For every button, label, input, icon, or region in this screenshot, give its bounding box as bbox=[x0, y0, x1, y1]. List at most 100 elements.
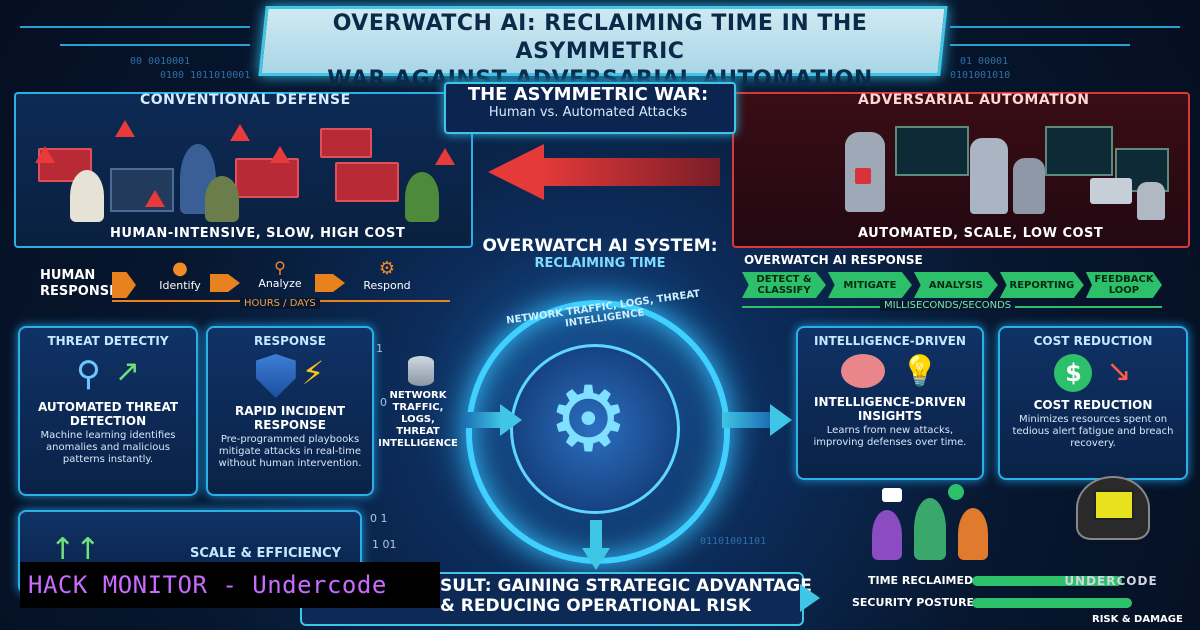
intel-card-header: INTELLIGENCE-DRIVEN bbox=[814, 334, 966, 348]
code-screen bbox=[895, 126, 969, 176]
analyst-person bbox=[405, 172, 439, 222]
metric-security-bar bbox=[972, 598, 1132, 608]
chart-up-icon: ↗ bbox=[114, 354, 141, 389]
human-response-label: HUMAN RESPONSE bbox=[40, 268, 118, 300]
input-arrow-shaft bbox=[462, 412, 502, 428]
human-response-label-line1: HUMAN bbox=[40, 268, 96, 283]
database-icon bbox=[408, 356, 434, 386]
asymmetric-war-box bbox=[444, 82, 736, 134]
warning-icon bbox=[435, 148, 455, 165]
output-arrow-shaft bbox=[722, 412, 772, 428]
asymmetric-war-label: THE ASYMMETRIC WAR: Human vs. Automated … bbox=[444, 84, 732, 120]
analyst-person bbox=[205, 176, 239, 222]
binary-text: 0101001010 bbox=[950, 70, 1011, 81]
robot-icon bbox=[970, 138, 1008, 214]
robot-icon bbox=[1137, 182, 1165, 220]
identify-step: ● Identify bbox=[150, 258, 210, 292]
system-title-block: OVERWATCH AI SYSTEM: RECLAIMING TIME bbox=[470, 236, 730, 271]
result-line-2: & REDUCING OPERATIONAL RISK bbox=[440, 596, 752, 616]
intel-card-title-line1: INTELLIGENCE-DRIVEN bbox=[814, 395, 966, 409]
laptop-screen-icon bbox=[1094, 490, 1134, 520]
title-line-1: OVERWATCH AI: RECLAIMING TIME IN THE ASY… bbox=[332, 11, 868, 64]
alert-monitor bbox=[235, 158, 299, 198]
metric-time-label: TIME RECLAIMED bbox=[868, 574, 974, 587]
cost-reduction-card: COST REDUCTION $ ↘ COST REDUCTION Minimi… bbox=[998, 326, 1188, 480]
adversarial-heading: ADVERSARIAL AUTOMATION bbox=[858, 92, 1090, 108]
intel-card-icons: 💡 bbox=[798, 354, 982, 389]
system-subtitle: RECLAIMING TIME bbox=[534, 256, 666, 271]
ai-step-reporting: REPORTING bbox=[999, 272, 1084, 298]
magnifier-icon: ⚲ bbox=[274, 258, 286, 277]
team-member bbox=[958, 508, 988, 560]
analyze-step-label: Analyze bbox=[258, 277, 302, 290]
team-member bbox=[872, 510, 902, 560]
warning-icon bbox=[115, 120, 135, 137]
circuit-line bbox=[60, 44, 250, 46]
team-member bbox=[914, 498, 946, 560]
threat-card-icons: ⚲ ↗ bbox=[20, 354, 196, 394]
threat-card-title-line1: AUTOMATED THREAT bbox=[37, 400, 179, 414]
cost-card-header: COST REDUCTION bbox=[1033, 334, 1153, 348]
metric-time-bar bbox=[972, 576, 1122, 586]
respond-step: ⚙ Respond bbox=[355, 258, 419, 292]
brain-icon bbox=[841, 354, 886, 388]
warning-icon bbox=[230, 124, 250, 141]
chart-down-icon: ↘ bbox=[1106, 354, 1132, 389]
system-title: OVERWATCH AI SYSTEM: bbox=[482, 236, 718, 256]
lightbulb-icon: 💡 bbox=[901, 354, 939, 389]
response-card: RESPONSE ⚡ RAPID INCIDENT RESPONSE Pre-p… bbox=[206, 326, 374, 496]
logo-text: UNDERCODE bbox=[1064, 574, 1158, 588]
step-arrow bbox=[210, 274, 240, 292]
intel-card-title: INTELLIGENCE-DRIVEN INSIGHTS bbox=[798, 395, 982, 423]
alert-monitor bbox=[335, 162, 399, 202]
cost-card-desc: Minimizes resources spent on tedious ale… bbox=[1012, 414, 1174, 449]
response-card-desc: Pre-programmed playbooks mitigate attack… bbox=[218, 434, 362, 469]
laptop-icon bbox=[1090, 178, 1132, 204]
magnifier-icon: ⚲ bbox=[75, 354, 101, 394]
chat-bubble-icon bbox=[882, 488, 902, 502]
analyze-step: ⚲ Analyze bbox=[250, 258, 310, 290]
ai-response-label: OVERWATCH AI RESPONSE bbox=[744, 253, 923, 267]
threat-card-title: AUTOMATED THREAT DETECTION bbox=[20, 400, 196, 428]
response-card-icons: ⚡ bbox=[208, 354, 372, 398]
respond-step-label: Respond bbox=[363, 279, 411, 292]
result-arrow bbox=[800, 584, 820, 612]
input-label-line: LOGS, bbox=[401, 414, 435, 425]
ai-step-detect: DETECT & CLASSIFY bbox=[742, 272, 826, 298]
human-timing: HOURS / DAYS bbox=[240, 298, 320, 309]
check-icon bbox=[948, 484, 964, 500]
cost-card-title: COST REDUCTION bbox=[1033, 398, 1153, 412]
warning-icon bbox=[35, 146, 55, 163]
conventional-defense-heading: CONVENTIONAL DEFENSE bbox=[140, 92, 351, 108]
human-response-label-line2: RESPONSE bbox=[40, 284, 118, 299]
undercode-logo: UNDERCODE bbox=[1036, 466, 1186, 588]
response-card-title: RAPID INCIDENT RESPONSE bbox=[208, 404, 372, 432]
alert-monitor bbox=[320, 128, 372, 158]
ai-core bbox=[510, 344, 680, 514]
growth-arrows-icon: ↑↑ bbox=[50, 532, 101, 567]
threat-card-header: THREAT DETECTIY bbox=[47, 334, 169, 348]
input-label-line: TRAFFIC, bbox=[392, 402, 444, 413]
ai-response-steps: DETECT & CLASSIFY MITIGATE ANALYSIS REPO… bbox=[742, 272, 1163, 300]
cost-card-icons: $ ↘ bbox=[1000, 354, 1186, 392]
warning-icon bbox=[145, 190, 165, 207]
binary-text: 00 0010001 bbox=[130, 56, 191, 67]
step-arrow bbox=[315, 274, 345, 292]
central-gear-icon: ⚙ bbox=[548, 367, 629, 472]
threat-detection-card: THREAT DETECTIY ⚲ ↗ AUTOMATED THREAT DET… bbox=[18, 326, 198, 496]
small-number: 1 bbox=[376, 342, 383, 355]
robot-icon bbox=[1013, 158, 1045, 214]
adversarial-caption: AUTOMATED, SCALE, LOW COST bbox=[858, 226, 1104, 241]
shield-badge-icon bbox=[855, 168, 871, 184]
input-label: NETWORK TRAFFIC, LOGS, THREAT INTELLIGEN… bbox=[378, 390, 458, 450]
attack-robots-scene bbox=[745, 118, 1175, 223]
identify-step-label: Identify bbox=[159, 279, 201, 292]
shield-icon bbox=[255, 354, 296, 398]
small-number: 1 01 bbox=[372, 538, 397, 551]
input-arrow-head bbox=[500, 404, 522, 436]
analyst-person bbox=[70, 170, 104, 222]
hack-monitor-banner: HACK MONITOR - Undercode bbox=[20, 562, 440, 608]
binary-text: 01 00001 bbox=[960, 56, 1009, 67]
team-illustration bbox=[862, 484, 1042, 564]
intel-card-title-line2: INSIGHTS bbox=[857, 409, 923, 423]
